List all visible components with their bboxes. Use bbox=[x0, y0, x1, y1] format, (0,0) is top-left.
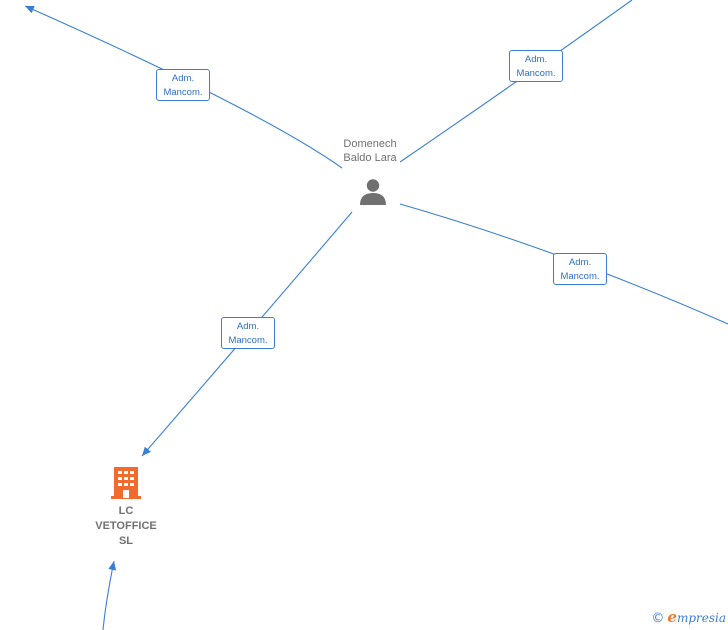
person-icon[interactable] bbox=[358, 177, 388, 207]
brand-name: mpresia bbox=[676, 611, 726, 625]
edge-label-top-left[interactable]: Adm. Mancom. bbox=[156, 69, 210, 101]
edge-label-line1: Adm. bbox=[524, 54, 548, 65]
company-name-line3: SL bbox=[118, 535, 134, 547]
edge-label-line1: Adm. bbox=[171, 73, 195, 84]
company-name-line2: VETOFFICE bbox=[95, 520, 157, 532]
edge-label-line1: Adm. bbox=[568, 257, 592, 268]
building-icon[interactable] bbox=[110, 464, 142, 500]
edge-label-to-company[interactable]: Adm. Mancom. bbox=[221, 317, 275, 349]
edge-label-line2: Mancom. bbox=[228, 335, 268, 346]
company-name-line1: LC bbox=[118, 505, 134, 517]
person-name[interactable]: Domenech Baldo Lara bbox=[320, 137, 420, 165]
brand-initial: e bbox=[667, 608, 677, 626]
person-name-line1: Domenech bbox=[343, 138, 397, 150]
edge-from-bottom bbox=[102, 560, 117, 630]
edge-label-top-right[interactable]: Adm. Mancom. bbox=[509, 50, 563, 82]
copyright-symbol: © bbox=[651, 611, 665, 626]
edge-top-left bbox=[24, 5, 343, 169]
edge-label-line1: Adm. bbox=[236, 321, 260, 332]
edge-label-right[interactable]: Adm. Mancom. bbox=[553, 253, 607, 285]
brand-logo: ©empresia bbox=[651, 608, 726, 626]
edge-label-line2: Mancom. bbox=[560, 271, 600, 282]
edge-label-line2: Mancom. bbox=[516, 68, 556, 79]
person-name-line2: Baldo Lara bbox=[343, 152, 397, 164]
company-name[interactable]: LC VETOFFICE SL bbox=[76, 504, 176, 549]
edge-label-line2: Mancom. bbox=[163, 87, 203, 98]
